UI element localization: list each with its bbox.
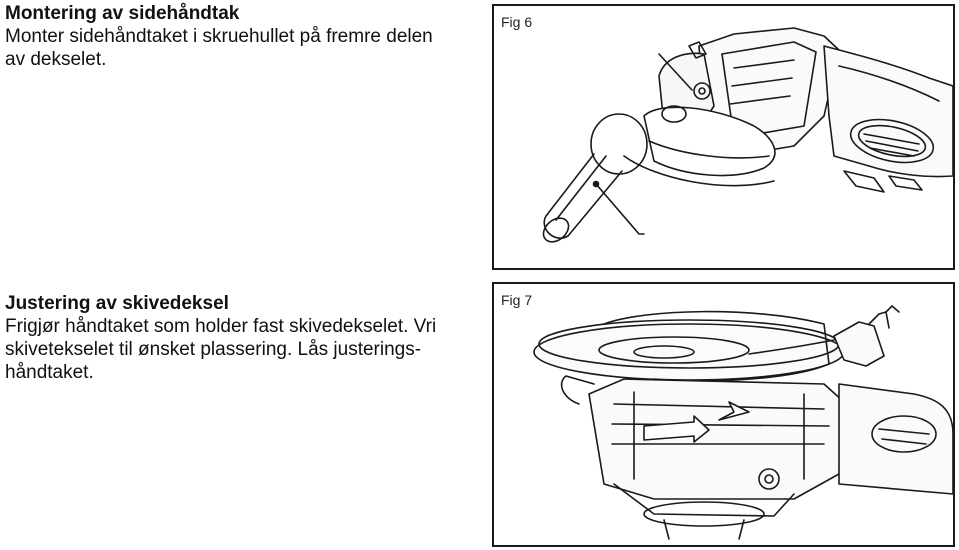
figure-7: Fig 7 (492, 282, 955, 547)
figure-6-label: Fig 6 (501, 14, 533, 30)
figure-7-label: Fig 7 (501, 292, 533, 308)
mounting-heading: Montering av sidehåndtak (5, 3, 240, 24)
adjustment-text-line-1: Frigjør håndtaket som holder fast skived… (5, 316, 437, 337)
angle-grinder-side-handle-illustration (542, 27, 953, 243)
adjustment-section: Justering av skivedeksel Frigjør håndtak… (5, 293, 485, 384)
adjustment-text-line-3: håndtaket. (5, 362, 94, 383)
figure-6: Fig 6 (492, 4, 955, 270)
mounting-text-line-2: av dekselet. (5, 49, 107, 70)
angle-grinder-disc-guard-illustration (533, 305, 953, 540)
adjustment-heading: Justering av skivedeksel (5, 293, 229, 314)
mounting-text-line-1: Monter sidehåndtaket i skruehullet på fr… (5, 26, 433, 47)
adjustment-text-line-2: skivetekselet til ønsket plassering. Lås… (5, 339, 422, 360)
mounting-section: Montering av sidehåndtak Monter sidehånd… (5, 3, 485, 71)
